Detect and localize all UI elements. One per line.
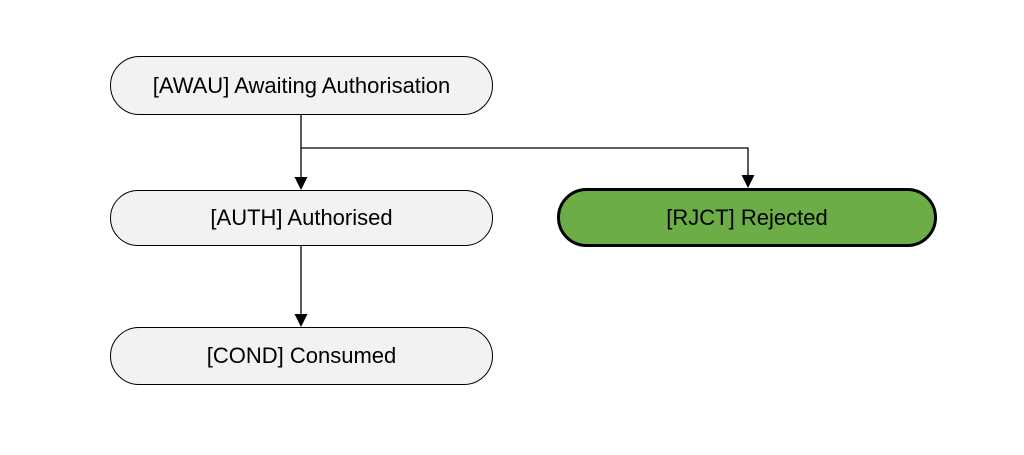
edge-line (301, 147, 749, 175)
edge-auth-to-cond (294, 246, 308, 327)
arrowhead-down-icon (294, 177, 308, 190)
edge-awau-to-auth (294, 115, 308, 190)
node-label: [RJCT] Rejected (666, 204, 828, 230)
node-label: [AUTH] Authorised (210, 205, 393, 230)
node-authorised: [AUTH] Authorised (110, 190, 493, 246)
edge-awau-to-rjct (301, 147, 755, 188)
arrowhead-down-icon (294, 314, 308, 327)
node-label: [COND] Consumed (206, 343, 397, 368)
node-label: [AWAU] Awaiting Authorisation (152, 72, 451, 98)
node-rejected: [RJCT] Rejected (557, 188, 937, 247)
node-consumed: [COND] Consumed (110, 327, 493, 385)
arrowhead-down-icon (741, 175, 755, 188)
node-awaiting-authorisation: [AWAU] Awaiting Authorisation (110, 56, 493, 115)
